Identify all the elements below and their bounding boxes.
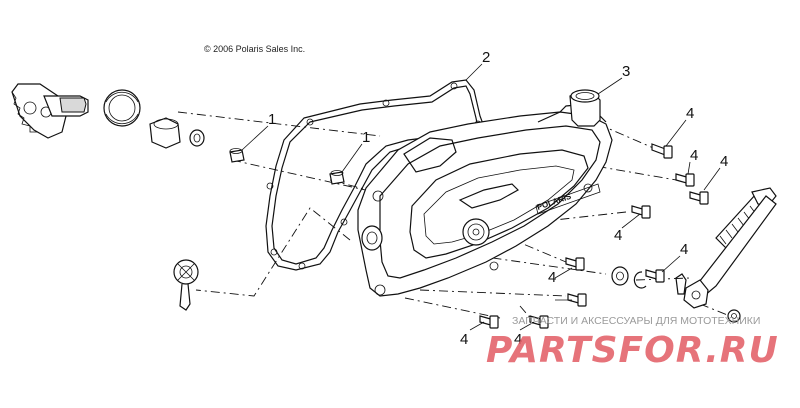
copyright-text: © 2006 Polaris Sales Inc. (204, 44, 305, 54)
callout-3: 3 (622, 63, 630, 80)
watermark: ЗАПЧАСТИ И АКСЕССУАРЫ ДЛЯ МОТОТЕХНИКИ PA… (486, 315, 779, 371)
callout-4: 4 (614, 227, 622, 244)
bolt (567, 293, 587, 307)
bolt (479, 315, 499, 329)
oil-drain-plug (173, 259, 199, 311)
bolt (631, 205, 651, 219)
watermark-subtitle: ЗАПЧАСТИ И АКСЕССУАРЫ ДЛЯ МОТОТЕХНИКИ (512, 315, 760, 327)
bolt (651, 143, 673, 159)
callout-4: 4 (690, 147, 698, 164)
callout-labels: 1 1 2 3 4 4 4 4 4 4 4 4 (268, 49, 728, 348)
callout-1: 1 (268, 111, 276, 128)
callout-1: 1 (362, 129, 370, 146)
snap-ring (633, 271, 647, 289)
washer-small (189, 129, 205, 147)
kick-spring (103, 89, 141, 127)
callout-4: 4 (548, 269, 556, 286)
callout-4: 4 (680, 241, 688, 258)
watermark-logo: PARTSFOR.RU (486, 330, 779, 371)
air-intake-duct (569, 89, 601, 127)
bolt (675, 173, 695, 187)
bolt (689, 191, 709, 205)
bolt (645, 269, 665, 283)
washer (611, 266, 629, 286)
kick-start-gear (11, 83, 89, 139)
callout-4: 4 (720, 153, 728, 170)
callout-4: 4 (460, 331, 468, 348)
dowel-pin (329, 170, 345, 185)
leader-lines (241, 63, 721, 331)
bolt (529, 315, 549, 329)
callout-4: 4 (686, 105, 694, 122)
dowel-pin (229, 148, 245, 163)
callout-2: 2 (482, 49, 490, 66)
callout-4: 4 (514, 331, 522, 348)
kick-starter-lever (675, 187, 777, 323)
gasket (265, 79, 487, 271)
bolt (565, 257, 585, 271)
left-crankcase-cover: POLARIS (357, 103, 613, 297)
kick-shaft-bushing (149, 117, 181, 149)
